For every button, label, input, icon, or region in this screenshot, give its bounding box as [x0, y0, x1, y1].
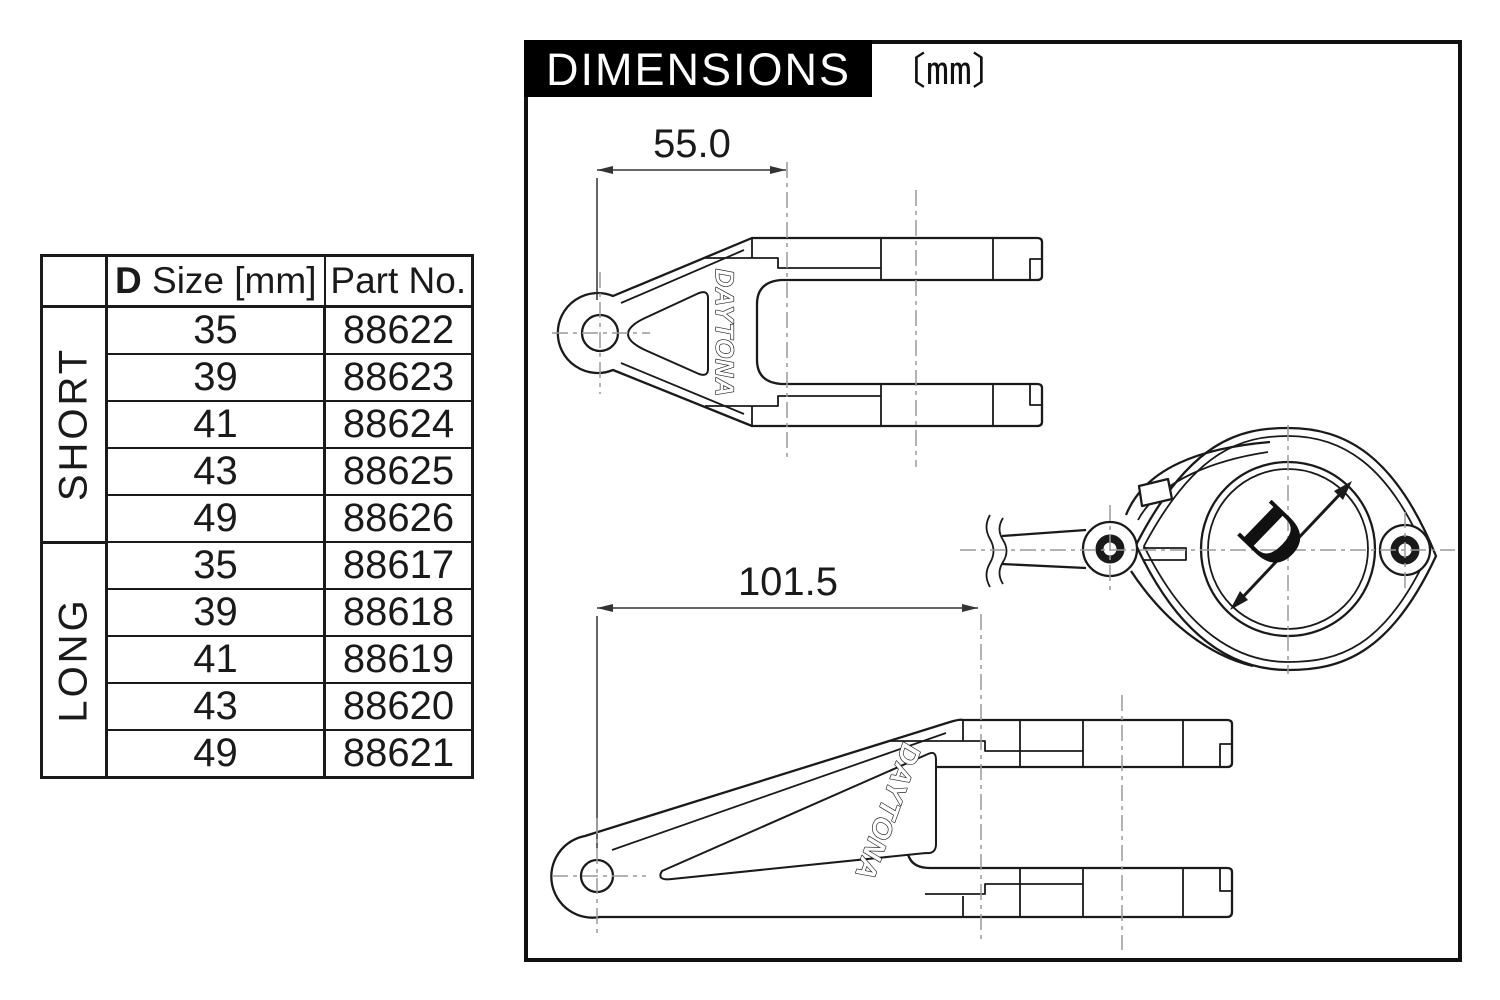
part-no-cell: 88620: [323, 682, 474, 731]
long-stay-drawing: DAYTONA: [550, 718, 1234, 919]
dimension-55-label: 55.0: [653, 122, 731, 166]
dim-arrow-right: [770, 166, 786, 174]
part-no-cell: 88625: [323, 447, 474, 496]
diameter-arrow-head-bottom: [1230, 591, 1248, 610]
part-no-cell: 88624: [323, 400, 474, 449]
short-stay-brand: DAYTONA: [710, 269, 738, 397]
size-cell: 35: [105, 541, 326, 590]
size-cell: 43: [105, 447, 326, 496]
group-cell-short: SHORT: [40, 305, 108, 543]
panel-header: DIMENSIONS 〔mm〕: [524, 40, 1010, 97]
corner-cell: [40, 254, 108, 308]
part-no-cell: 88617: [323, 541, 474, 590]
part-no-cell: 88626: [323, 494, 474, 543]
col-header-size: D Size [mm]: [105, 254, 326, 308]
size-cell: 39: [105, 353, 326, 402]
part-no-cell: 88623: [323, 353, 474, 402]
col-header-size-rest: Size [mm]: [141, 260, 317, 301]
size-cell: 35: [105, 305, 326, 355]
long-stay-centerlines: [552, 614, 1123, 950]
panel-unit: 〔mm〕: [888, 49, 1010, 93]
clamp-outer-ring: [1134, 426, 1438, 672]
clamp-front-drawing: [985, 426, 1438, 672]
part-no-cell: 88618: [323, 588, 474, 637]
size-cell: 49: [105, 729, 326, 779]
short-stay-window: [627, 291, 709, 376]
diameter-arrow-head-top: [1334, 481, 1352, 500]
short-stay-detail-lines: [620, 238, 1042, 426]
part-no-cell: 88619: [323, 635, 474, 684]
table-header-row: D Size [mm] Part No.: [40, 254, 474, 308]
break-line-2: [998, 517, 1008, 585]
panel-border: [524, 40, 1462, 962]
header-bar: [524, 40, 872, 97]
size-cell: 49: [105, 494, 326, 543]
dim-arrow-left: [597, 604, 613, 612]
panel-title: DIMENSIONS: [546, 44, 851, 95]
size-cell: 41: [105, 400, 326, 449]
part-no-cell: 88621: [323, 729, 474, 779]
group-cell-long: LONG: [40, 540, 108, 779]
dimension-55: 55.0: [596, 122, 786, 300]
size-cell: 43: [105, 682, 326, 731]
clamp-lever: [1124, 440, 1271, 668]
clamp-left-arm: [985, 514, 1087, 588]
dimension-101: 101.5: [596, 560, 978, 848]
part-no-cell: 88622: [323, 305, 474, 355]
short-stay-drawing: DAYTONA: [556, 236, 1044, 428]
clamp-lever-tab: [1137, 477, 1174, 508]
dim-arrow-right: [962, 604, 978, 612]
short-stay-centerlines: [552, 162, 917, 467]
long-stay-window: [659, 751, 937, 881]
col-header-size-bold: D: [115, 260, 142, 301]
short-stay-outline: [556, 236, 1044, 428]
dimension-101-label: 101.5: [738, 560, 838, 604]
break-line-1: [985, 514, 995, 588]
size-cell: 41: [105, 635, 326, 684]
size-cell: 39: [105, 588, 326, 637]
long-stay-detail-lines: [611, 720, 1232, 917]
col-header-part: Part No.: [323, 254, 474, 308]
dim-arrow-left: [597, 166, 613, 174]
